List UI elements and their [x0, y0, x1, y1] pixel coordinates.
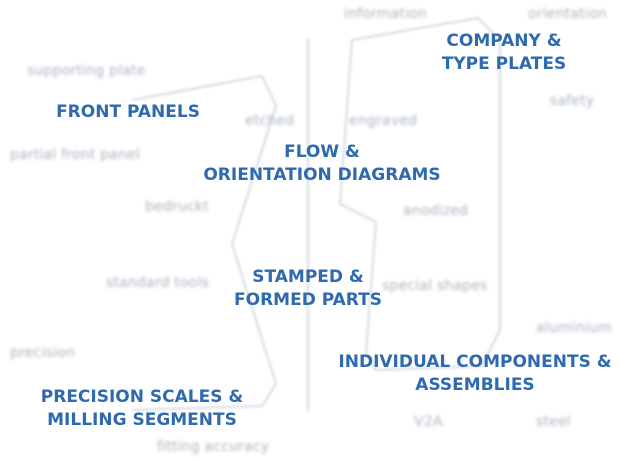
bg-word-partial-front-panel: partial front panel: [10, 147, 140, 163]
category-label-line: INDIVIDUAL COMPONENTS &: [338, 352, 612, 372]
category-company-type-plates[interactable]: COMPANY & TYPE PLATES: [434, 30, 574, 76]
bg-word-safety: safety: [550, 93, 595, 109]
left-bracket-outline: [131, 74, 278, 411]
category-label-line: FRONT PANELS: [56, 102, 200, 122]
category-label-line: ORIENTATION DIAGRAMS: [203, 165, 441, 185]
category-flow-orientation-diagrams[interactable]: FLOW & ORIENTATION DIAGRAMS: [200, 141, 444, 187]
bg-word-etched: etched: [245, 113, 295, 129]
bg-word-v2a: V2A: [414, 414, 443, 430]
bg-word-aluminium: aluminium: [536, 320, 612, 336]
category-label-line: ASSEMBLIES: [415, 375, 535, 395]
category-label-line: FLOW &: [284, 142, 360, 162]
category-label-line: MILLING SEGMENTS: [47, 410, 237, 430]
bg-word-fitting-accuracy: fitting accuracy: [157, 439, 270, 455]
bg-word-precision: precision: [10, 345, 75, 361]
bg-word-standard-tools: standard tools: [106, 275, 210, 291]
category-individual-components-assemblies[interactable]: INDIVIDUAL COMPONENTS & ASSEMBLIES: [336, 351, 614, 397]
bg-word-special-shapes: special shapes: [382, 278, 488, 294]
bg-word-anodized: anodized: [403, 203, 469, 219]
category-label-line: TYPE PLATES: [441, 54, 567, 74]
right-bracket-outline: [338, 16, 501, 372]
category-label-line: STAMPED &: [252, 267, 364, 287]
category-precision-scales-milling-segments[interactable]: PRECISION SCALES & MILLING SEGMENTS: [36, 386, 248, 432]
category-label-line: FORMED PARTS: [234, 290, 382, 310]
category-label-line: COMPANY &: [446, 31, 562, 51]
bg-word-orientation: orientation: [528, 6, 607, 22]
bg-word-supporting-plate: supporting plate: [27, 63, 146, 79]
bg-word-engraved: engraved: [349, 113, 418, 129]
bg-word-bedruckt: bedruckt: [145, 199, 209, 215]
category-label-line: PRECISION SCALES &: [40, 387, 244, 407]
bg-word-information: information: [344, 6, 428, 22]
category-stamped-formed-parts[interactable]: STAMPED & FORMED PARTS: [226, 266, 390, 312]
category-front-panels[interactable]: FRONT PANELS: [52, 101, 204, 124]
bg-word-steel: steel: [536, 414, 571, 430]
